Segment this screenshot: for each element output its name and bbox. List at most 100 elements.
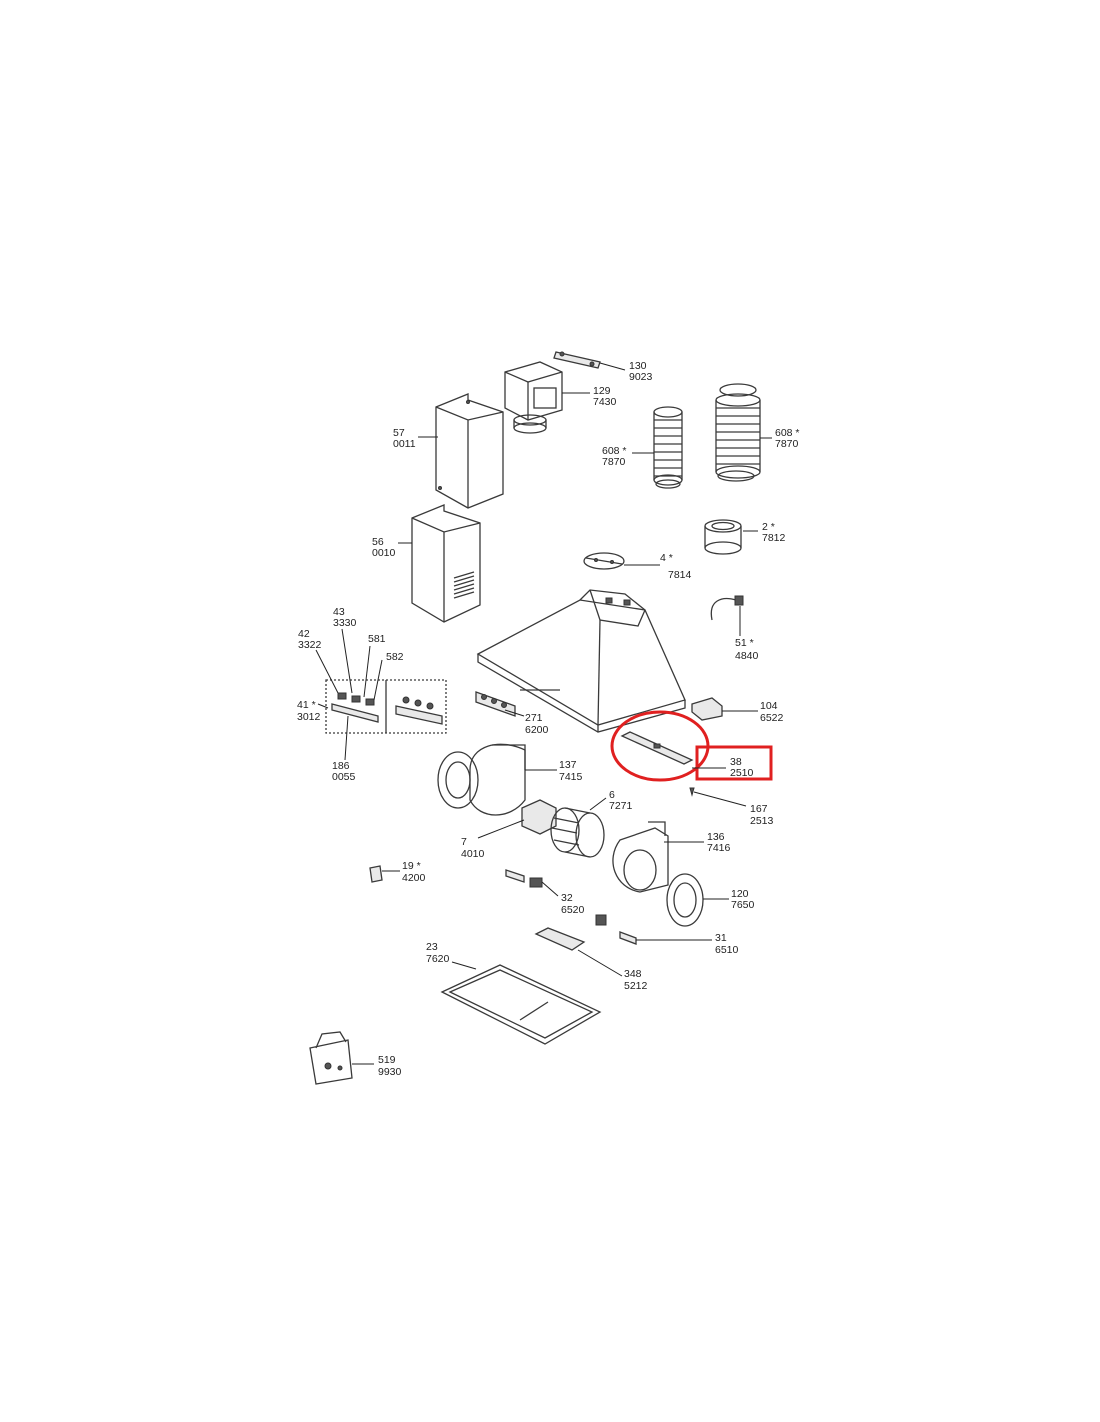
- svg-text:9023: 9023: [629, 371, 653, 383]
- part-120-grille-ring: [666, 873, 704, 927]
- callout-2: 2 *7812: [762, 521, 786, 544]
- part-32-capacitor: [505, 869, 543, 888]
- svg-text:6520: 6520: [561, 904, 585, 916]
- svg-text:271: 271: [525, 712, 543, 724]
- svg-text:6510: 6510: [715, 944, 739, 956]
- svg-text:7870: 7870: [775, 438, 799, 450]
- svg-text:3012: 3012: [297, 711, 321, 723]
- part-19-lamp: [369, 865, 383, 883]
- svg-text:5212: 5212: [624, 980, 648, 992]
- svg-text:7814: 7814: [668, 569, 692, 581]
- svg-text:348: 348: [624, 968, 642, 980]
- svg-text:608 *: 608 *: [775, 427, 800, 439]
- svg-text:2510: 2510: [730, 767, 754, 779]
- callout-582: 582: [386, 651, 404, 663]
- svg-text:186: 186: [332, 760, 350, 772]
- svg-text:57: 57: [393, 427, 405, 439]
- part-2-collar: [704, 519, 742, 555]
- part-6-fan-wheel: [550, 807, 605, 858]
- part-4-valve-disc: [583, 552, 625, 570]
- callout-608b: 608 *7870: [775, 427, 800, 450]
- svg-text:581: 581: [368, 633, 386, 645]
- part-137-blower-housing: [437, 743, 526, 816]
- svg-text:9930: 9930: [378, 1066, 402, 1078]
- svg-text:7271: 7271: [609, 800, 633, 812]
- svg-text:519: 519: [378, 1054, 396, 1066]
- svg-text:7415: 7415: [559, 771, 583, 783]
- hood-body: [476, 589, 686, 733]
- svg-text:7870: 7870: [602, 456, 626, 468]
- svg-text:4010: 4010: [461, 848, 485, 860]
- svg-text:137: 137: [559, 759, 577, 771]
- callout-19: 19 *4200: [402, 860, 426, 884]
- callout-608a: 608 *7870: [602, 445, 627, 468]
- svg-text:6522: 6522: [760, 712, 784, 724]
- svg-text:3322: 3322: [298, 639, 322, 651]
- svg-text:4200: 4200: [402, 872, 426, 884]
- svg-text:0010: 0010: [372, 547, 396, 559]
- svg-text:0055: 0055: [332, 771, 356, 783]
- svg-text:608 *: 608 *: [602, 445, 627, 457]
- part-31-capacitor: [595, 914, 637, 945]
- part-519-box: [309, 1031, 353, 1085]
- svg-text:7430: 7430: [593, 396, 617, 408]
- svg-text:7620: 7620: [426, 953, 450, 965]
- svg-text:129: 129: [593, 385, 611, 397]
- part-56-lower-chimney: [411, 504, 481, 623]
- part-271-switch-board: [475, 691, 516, 717]
- svg-text:2513: 2513: [750, 815, 774, 827]
- svg-text:7: 7: [461, 836, 467, 848]
- svg-text:4 *: 4 *: [660, 552, 673, 564]
- svg-text:4840: 4840: [735, 650, 759, 662]
- svg-text:23: 23: [426, 941, 438, 953]
- svg-text:19 *: 19 *: [402, 860, 421, 872]
- svg-text:56: 56: [372, 536, 384, 548]
- callout-4: 4 * 7814: [660, 552, 692, 581]
- svg-text:0011: 0011: [393, 438, 416, 450]
- callout-41: 41 *3012: [297, 699, 321, 723]
- svg-text:32: 32: [561, 892, 573, 904]
- part-41-control-panel: [325, 679, 447, 734]
- leader-lines: [315, 362, 772, 1065]
- part-136-blower-housing: [612, 821, 669, 893]
- svg-text:104: 104: [760, 700, 778, 712]
- part-608-hose-large: [715, 383, 761, 482]
- svg-text:6: 6: [609, 789, 615, 801]
- part-23-grease-filter: [440, 964, 602, 1045]
- svg-text:2 *: 2 *: [762, 521, 775, 533]
- part-7-motor: [521, 799, 557, 835]
- part-608-hose-small: [653, 406, 683, 489]
- svg-text:130: 130: [629, 360, 647, 372]
- part-130-bracket: [553, 351, 601, 369]
- svg-text:136: 136: [707, 831, 725, 843]
- svg-text:38: 38: [730, 756, 742, 768]
- svg-text:43: 43: [333, 606, 345, 618]
- svg-text:6200: 6200: [525, 724, 549, 736]
- svg-text:7812: 7812: [762, 532, 786, 544]
- svg-text:3330: 3330: [333, 617, 357, 629]
- part-38-filter-strip: [620, 731, 694, 765]
- part-348-light-unit: [534, 927, 586, 951]
- svg-text:42: 42: [298, 628, 310, 640]
